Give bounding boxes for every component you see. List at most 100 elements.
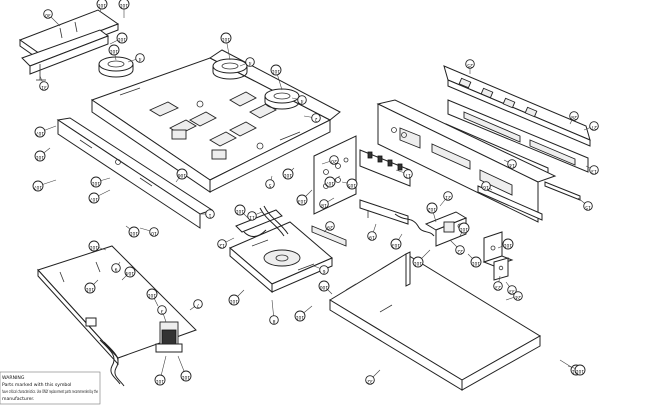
callout-circle	[88, 240, 100, 252]
callout-circle	[569, 111, 579, 121]
callout-circle	[32, 180, 44, 192]
callout-number: 33	[509, 288, 515, 294]
callout-number: 29	[327, 224, 333, 230]
rear-bar-part-16	[544, 181, 581, 201]
callout-circle	[34, 150, 46, 162]
callout-number: 18	[321, 202, 327, 208]
callout-101: 101	[567, 364, 586, 376]
callout-14: 14	[503, 159, 517, 169]
callout-circle	[282, 168, 294, 180]
callout-101: 101	[177, 355, 192, 382]
warning-line-1: Parts marked with this symbol	[2, 382, 71, 388]
callout-101: 101	[125, 225, 140, 238]
callout-number: 101	[236, 208, 245, 214]
callout-number: 11	[249, 214, 255, 220]
callout-number: 27	[591, 124, 597, 130]
callout-28: 28	[569, 111, 579, 125]
callout-27: 27	[583, 121, 599, 131]
callout-21: 21	[439, 191, 453, 207]
callout-number: 3	[160, 308, 163, 314]
rear-bracket-part-15	[477, 185, 543, 221]
callout-103: 103	[390, 233, 403, 250]
callout-number: 17	[405, 172, 411, 178]
callout-number: 101	[110, 48, 119, 54]
callout-number: 101	[272, 68, 281, 74]
callout-4: 4	[127, 53, 145, 63]
callout-number: 21	[445, 194, 451, 200]
callout-circle	[157, 305, 167, 315]
callout-circle	[118, 0, 130, 10]
callout-number: 10	[151, 230, 157, 236]
callout-number: 104	[126, 270, 135, 276]
callout-circle	[269, 315, 279, 325]
callout-13: 13	[585, 165, 599, 175]
callout-circle	[329, 155, 339, 165]
callout-circle	[39, 81, 49, 91]
callout-101: 101	[146, 288, 159, 307]
tray-part-12	[235, 209, 283, 237]
callout-101: 101	[84, 279, 99, 294]
callout-circle	[443, 191, 453, 201]
callout-101: 101	[467, 253, 482, 268]
callout-circle	[84, 282, 96, 294]
callout-number: 102	[428, 206, 437, 212]
callout-8: 8	[269, 299, 279, 325]
callout-number: 101	[576, 368, 585, 374]
callout-number: 30	[45, 12, 51, 18]
bracket-part-31	[21, 29, 110, 81]
callout-number: 101	[222, 36, 231, 42]
callout-number: 101	[284, 172, 293, 178]
bracket-part-24	[493, 257, 509, 281]
callout-circle	[217, 239, 227, 249]
callout-circle	[220, 32, 232, 44]
cable-part-19	[394, 213, 435, 237]
callout-number: 8	[272, 318, 275, 324]
callout-circle	[96, 0, 108, 10]
callout-number: 101	[120, 2, 129, 8]
callout-circle	[390, 238, 402, 250]
callout-3: 3	[157, 305, 167, 323]
callout-4: 4	[291, 95, 307, 105]
warning-title: WARNING	[2, 375, 25, 381]
callout-circle	[247, 211, 257, 221]
callout-circle	[319, 265, 329, 275]
callout-circle	[265, 179, 275, 189]
callout-number: 101	[460, 226, 469, 232]
callout-number: 16	[483, 184, 489, 190]
callout-circle	[124, 266, 136, 278]
callout-10: 10	[139, 227, 159, 237]
warning-line-3: manufacturer.	[2, 396, 34, 402]
callout-circle	[455, 245, 465, 255]
callout-number: 101	[86, 286, 95, 292]
callout-number: 13	[591, 168, 597, 174]
callout-circle	[234, 204, 246, 216]
callout-circle	[493, 281, 503, 291]
callout-number: 101	[182, 374, 191, 380]
callout-101: 101	[118, 0, 130, 18]
callout-5: 5	[265, 175, 275, 189]
callout-number: 101	[230, 298, 239, 304]
callout-29: 29	[323, 221, 335, 233]
callout-32: 32	[365, 369, 381, 385]
callout-circle	[507, 159, 517, 169]
callout-number: 101	[472, 260, 481, 266]
warning-line-2: have critical characteristics. Use ONLY …	[2, 389, 98, 395]
callout-101: 101	[108, 44, 120, 61]
callout-number: 101	[156, 378, 165, 384]
callout-105: 105	[341, 178, 358, 190]
callout-1: 1	[200, 209, 215, 219]
callout-20: 20	[321, 155, 339, 165]
front-panel-part-1	[56, 117, 214, 229]
rear-panel-part-25	[443, 65, 591, 147]
callout-17: 17	[395, 169, 413, 179]
callout-circle	[296, 194, 308, 206]
callout-25: 25	[465, 59, 475, 74]
callout-circle	[34, 126, 46, 138]
callout-circle	[88, 192, 100, 204]
top-cover	[329, 251, 541, 391]
callout-31: 31	[39, 75, 49, 91]
harness-cable	[99, 339, 125, 387]
callout-circle	[245, 57, 255, 67]
callout-circle	[325, 221, 335, 231]
callout-circle	[128, 226, 140, 238]
